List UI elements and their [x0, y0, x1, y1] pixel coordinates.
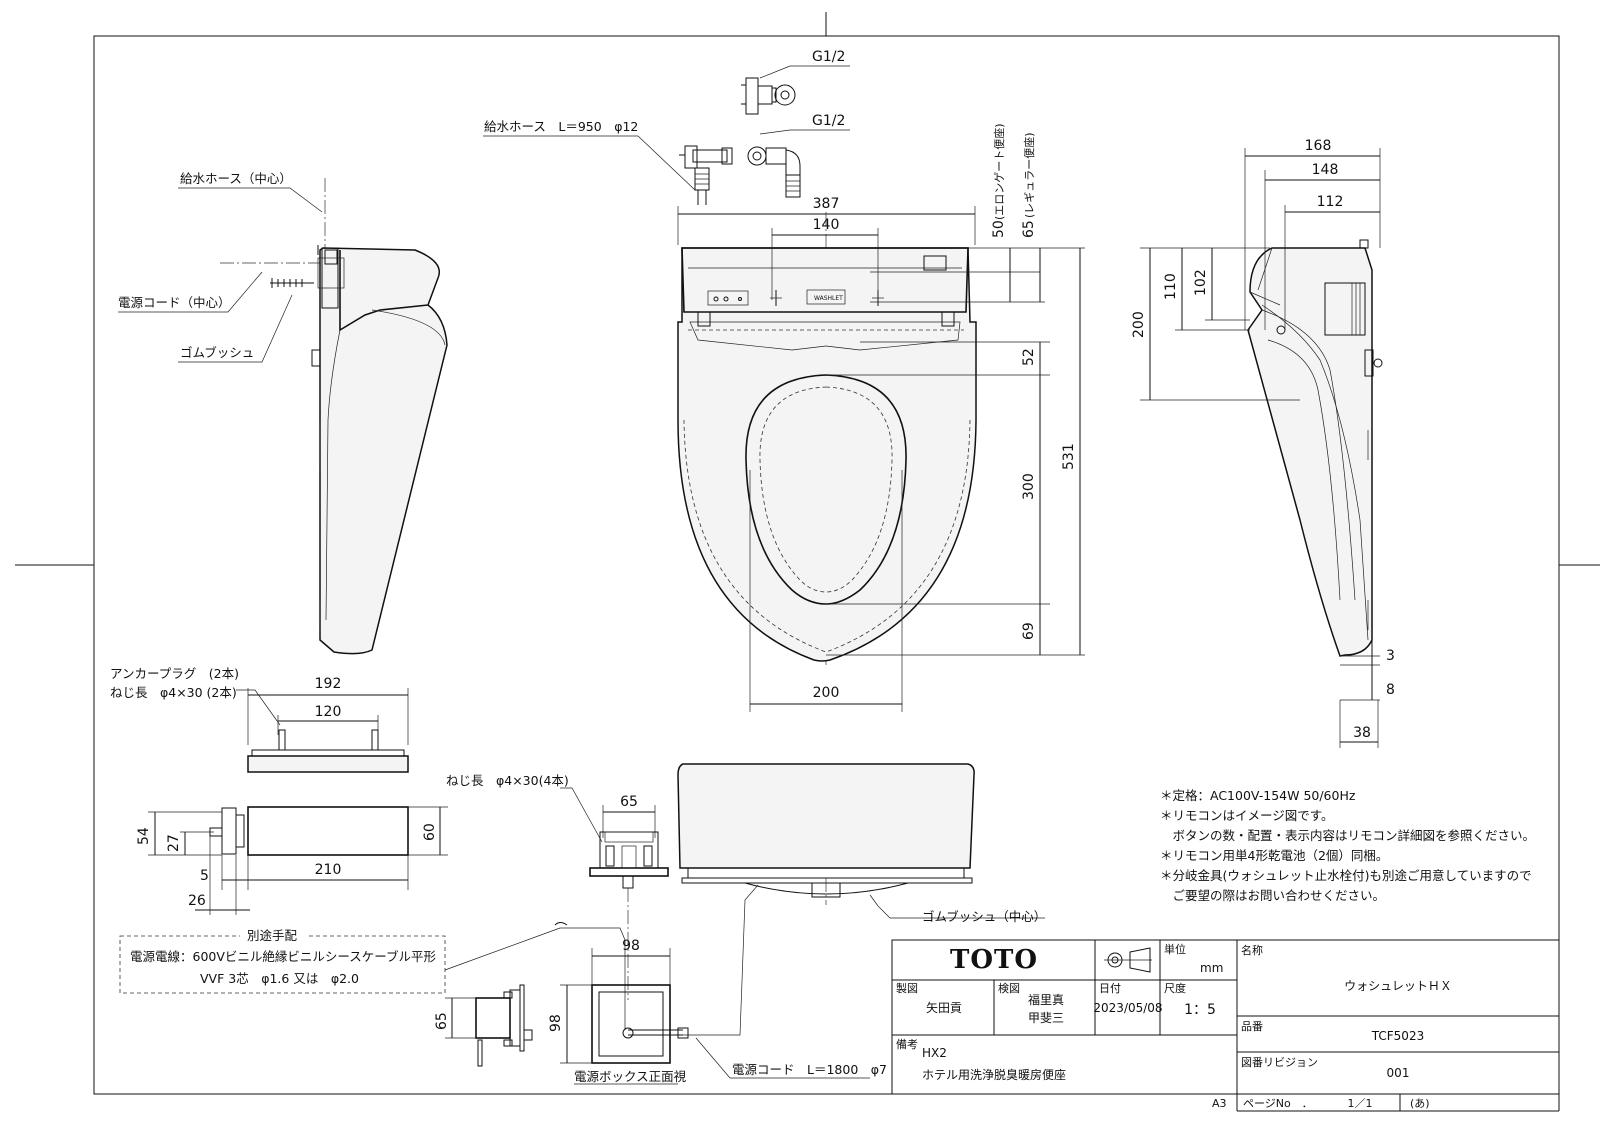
dim-210: 210 — [315, 862, 342, 878]
mounting-plate-views: アンカープラグ (2本) ねじ長 φ4×30 (2本) 192 120 54 2… — [110, 666, 448, 915]
date-value: 2023/05/08 — [1093, 1001, 1162, 1015]
scale-value: 1：5 — [1184, 1002, 1216, 1018]
sheet-size: A3 — [1212, 1097, 1227, 1110]
power-wire-line-2: VVF 3芯 φ1.6 又は φ2.0 — [200, 971, 359, 986]
note-line: ボタンの数・配置・表示内容はリモコン詳細図を参照ください。 — [1160, 828, 1535, 843]
dim-65-plate: 65 — [620, 794, 638, 810]
side-dimensions: 168 148 112 200 110 102 3 8 38 — [1131, 138, 1395, 748]
remote-brand-label: WASHLET — [814, 295, 843, 302]
dim-140: 140 — [813, 217, 840, 233]
remarks-value-2: ホテル用洗浄脱臭暖房便座 — [922, 1067, 1066, 1082]
dim-168: 168 — [1305, 138, 1332, 154]
note-line: ご要望の際はお問い合わせください。 — [1160, 888, 1385, 903]
remarks-label: 備考 — [896, 1038, 918, 1051]
dim-27: 27 — [166, 834, 182, 852]
page-label: ページNo ． — [1243, 1097, 1313, 1110]
separate-procurement-box: 別途手配 電源電線：600Vビニル絶縁ビニルシースケーブル平形 VVF 3芯 φ… — [119, 922, 626, 1030]
dim-52: 52 — [1021, 348, 1037, 366]
anchor-plug-label: アンカープラグ (2本) — [110, 666, 239, 681]
dim-148: 148 — [1312, 162, 1339, 178]
right-side-view — [1247, 239, 1383, 657]
dim-531: 531 — [1061, 443, 1077, 470]
power-box-views: 65 98 98 電源ボックス正面視 電源コード L＝1800 φ7 — [434, 938, 887, 1085]
check-value-1: 福里真 — [1028, 992, 1064, 1007]
dim-8: 8 — [1386, 682, 1395, 698]
part-number: TCF5023 — [1371, 1029, 1424, 1043]
dim-3: 3 — [1386, 648, 1395, 664]
rubber-bush-label: ゴムブッシュ — [180, 345, 254, 360]
check-value-2: 甲斐三 — [1028, 1011, 1064, 1025]
separate-procurement-title: 別途手配 — [247, 928, 298, 943]
dim-102: 102 — [1193, 269, 1209, 296]
screw-length-4-label: ねじ長 φ4×30(4本) — [446, 773, 569, 788]
rubber-bush-center-label: ゴムブッシュ（中心） — [922, 909, 1046, 924]
toto-logo: TOTO — [950, 945, 1038, 975]
dim-38: 38 — [1353, 725, 1371, 741]
projection-symbol-icon — [1104, 947, 1152, 973]
power-box-front-label: 電源ボックス正面視 — [574, 1069, 687, 1084]
unit-value: mm — [1200, 961, 1223, 975]
bracket-view: ねじ長 φ4×30(4本) 65 — [446, 773, 669, 1000]
check-label: 検図 — [998, 981, 1020, 995]
name-label: 名称 — [1241, 943, 1263, 957]
revision-value: 001 — [1387, 1066, 1410, 1080]
dim-50: 50 — [991, 220, 1007, 238]
dim-112: 112 — [1317, 194, 1344, 210]
plan-dimensions: 387 140 50 (エロンゲート便座) 65 (レギュラー便座) 531 5… — [677, 123, 1085, 712]
dim-98-v: 98 — [548, 1014, 564, 1032]
dim-98-h: 98 — [622, 938, 640, 954]
front-view: ゴムブッシュ（中心） — [677, 763, 1046, 1036]
dim-26: 26 — [188, 893, 206, 909]
note-line: ＊分岐金具(ウォシュレット止水栓付)も別途ご用意していますので — [1160, 868, 1532, 883]
revision-label: 図番リビジョン — [1241, 1056, 1318, 1069]
dim-elongate: (エロンゲート便座) — [992, 123, 1006, 220]
stop-valve-left — [679, 145, 733, 205]
notes-block: ＊定格：AC100V-154W 50/60Hz ＊リモコンはイメージ図です。 ボ… — [1160, 788, 1535, 903]
note-line: ＊リモコンはイメージ図です。 — [1160, 808, 1334, 823]
date-label: 日付 — [1099, 982, 1121, 995]
page-note: (あ) — [1410, 1097, 1430, 1110]
supply-hose-center-label: 給水ホース（中心） — [180, 171, 292, 186]
remarks-value-1: HX2 — [922, 1046, 947, 1060]
dim-54: 54 — [136, 827, 152, 845]
dim-110: 110 — [1163, 273, 1179, 300]
g12-label-b: G1/2 — [812, 113, 845, 129]
supply-hose-label: 給水ホース L＝950 φ12 — [484, 119, 638, 134]
power-cord-length-label: 電源コード L＝1800 φ7 — [732, 1062, 887, 1077]
dim-regular: (レギュラー便座) — [1022, 132, 1036, 218]
drawn-value: 矢田貢 — [926, 1001, 962, 1015]
part-label: 品番 — [1241, 1020, 1263, 1033]
scale-label: 尺度 — [1164, 981, 1186, 995]
name-value: ウォシュレットＨＸ — [1344, 979, 1452, 993]
dim-192: 192 — [315, 676, 342, 692]
screw-length-2-label: ねじ長 φ4×30 (2本) — [110, 685, 237, 700]
dim-200-h: 200 — [813, 685, 840, 701]
dim-120: 120 — [315, 704, 342, 720]
g12-fitting — [741, 77, 796, 115]
power-wire-line-1: 電源電線：600Vビニル絶縁ビニルシースケーブル平形 — [130, 949, 437, 964]
dim-5: 5 — [200, 868, 209, 884]
unit-label: 単位 — [1164, 942, 1186, 956]
note-line: ＊リモコン用単4形乾電池（2個）同梱。 — [1160, 848, 1388, 863]
title-block: TOTO 単位 mm 製図 矢田貢 検図 福里真 甲斐三 日付 2023/05/… — [891, 939, 1560, 1112]
dim-300: 300 — [1021, 473, 1037, 500]
stop-valve-right — [747, 146, 801, 198]
g12-label-a: G1/2 — [812, 49, 845, 65]
plan-view: G1/2 G1/2 給水ホース L＝950 φ12 WASHLET — [483, 49, 977, 665]
dim-60: 60 — [422, 823, 438, 841]
dim-65-box: 65 — [434, 1012, 450, 1030]
dim-387: 387 — [813, 196, 840, 212]
power-cord-center-label: 電源コード（中心） — [118, 295, 231, 310]
drawn-label: 製図 — [896, 981, 918, 995]
note-line: ＊定格：AC100V-154W 50/60Hz — [1160, 788, 1356, 803]
page-value: 1／1 — [1348, 1097, 1373, 1110]
left-side-view: 給水ホース（中心） 電源コード（中心） ゴムブッシュ — [118, 171, 448, 655]
dim-65-top: 65 — [1021, 220, 1037, 238]
dim-69: 69 — [1021, 622, 1037, 640]
dim-200-v: 200 — [1131, 311, 1147, 338]
